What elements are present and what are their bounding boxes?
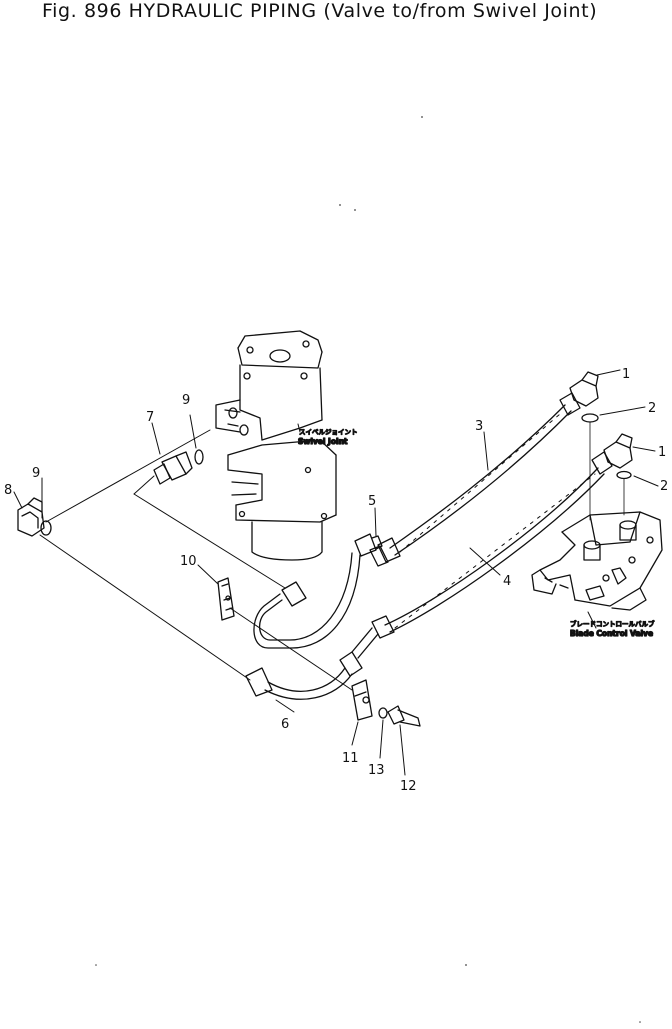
- callout-1b: 1: [658, 445, 666, 460]
- o-ring-9b: [40, 520, 52, 536]
- hose-4: [351, 451, 613, 659]
- blade-control-valve-label-jp: ブレードコントロールバルブ: [570, 619, 655, 628]
- o-rings-2: [581, 413, 632, 521]
- washer-13: [378, 707, 388, 719]
- clamp-11: [351, 679, 373, 721]
- callout-6: 6: [281, 717, 289, 732]
- swivel-joint-label-jp: スイベルジョイント: [299, 428, 358, 436]
- hose-3: [369, 392, 581, 567]
- callout-labels: 1 1 2 2 3 4 5 6 7 8 9 9 10 11 12 13: [4, 367, 668, 794]
- connector-5: [253, 533, 383, 649]
- callout-13: 13: [368, 763, 385, 778]
- callout-3: 3: [475, 419, 483, 434]
- blade-control-valve-drawing: [531, 511, 663, 611]
- callout-9b: 9: [32, 466, 40, 481]
- blade-control-valve-label: Blade Control Valve: [570, 629, 653, 638]
- callout-11: 11: [342, 751, 359, 766]
- callout-9a: 9: [182, 393, 190, 408]
- tube-6: [245, 651, 363, 700]
- clamp-10: [217, 577, 235, 621]
- callout-12: 12: [400, 779, 417, 794]
- leader-lines: [13, 369, 659, 776]
- o-ring-9a: [194, 449, 204, 465]
- callout-5: 5: [368, 494, 376, 509]
- callout-8: 8: [4, 483, 12, 498]
- swivel-joint-drawing: [215, 330, 337, 561]
- callout-10: 10: [180, 554, 197, 569]
- callout-7: 7: [146, 410, 154, 425]
- callout-2b: 2: [660, 479, 668, 494]
- callout-4: 4: [503, 574, 511, 589]
- elbow-8: [17, 497, 45, 537]
- bolt-12: [387, 705, 421, 727]
- fitting-7: [153, 451, 193, 485]
- callout-1a: 1: [622, 367, 630, 382]
- scan-specks: [95, 116, 641, 1023]
- callout-2a: 2: [648, 401, 656, 416]
- figure-title: Fig. 896 HYDRAULIC PIPING (Valve to/from…: [42, 0, 598, 22]
- swivel-joint-label: Swivel Joint: [298, 437, 348, 446]
- elbow-fittings-1: [569, 371, 633, 469]
